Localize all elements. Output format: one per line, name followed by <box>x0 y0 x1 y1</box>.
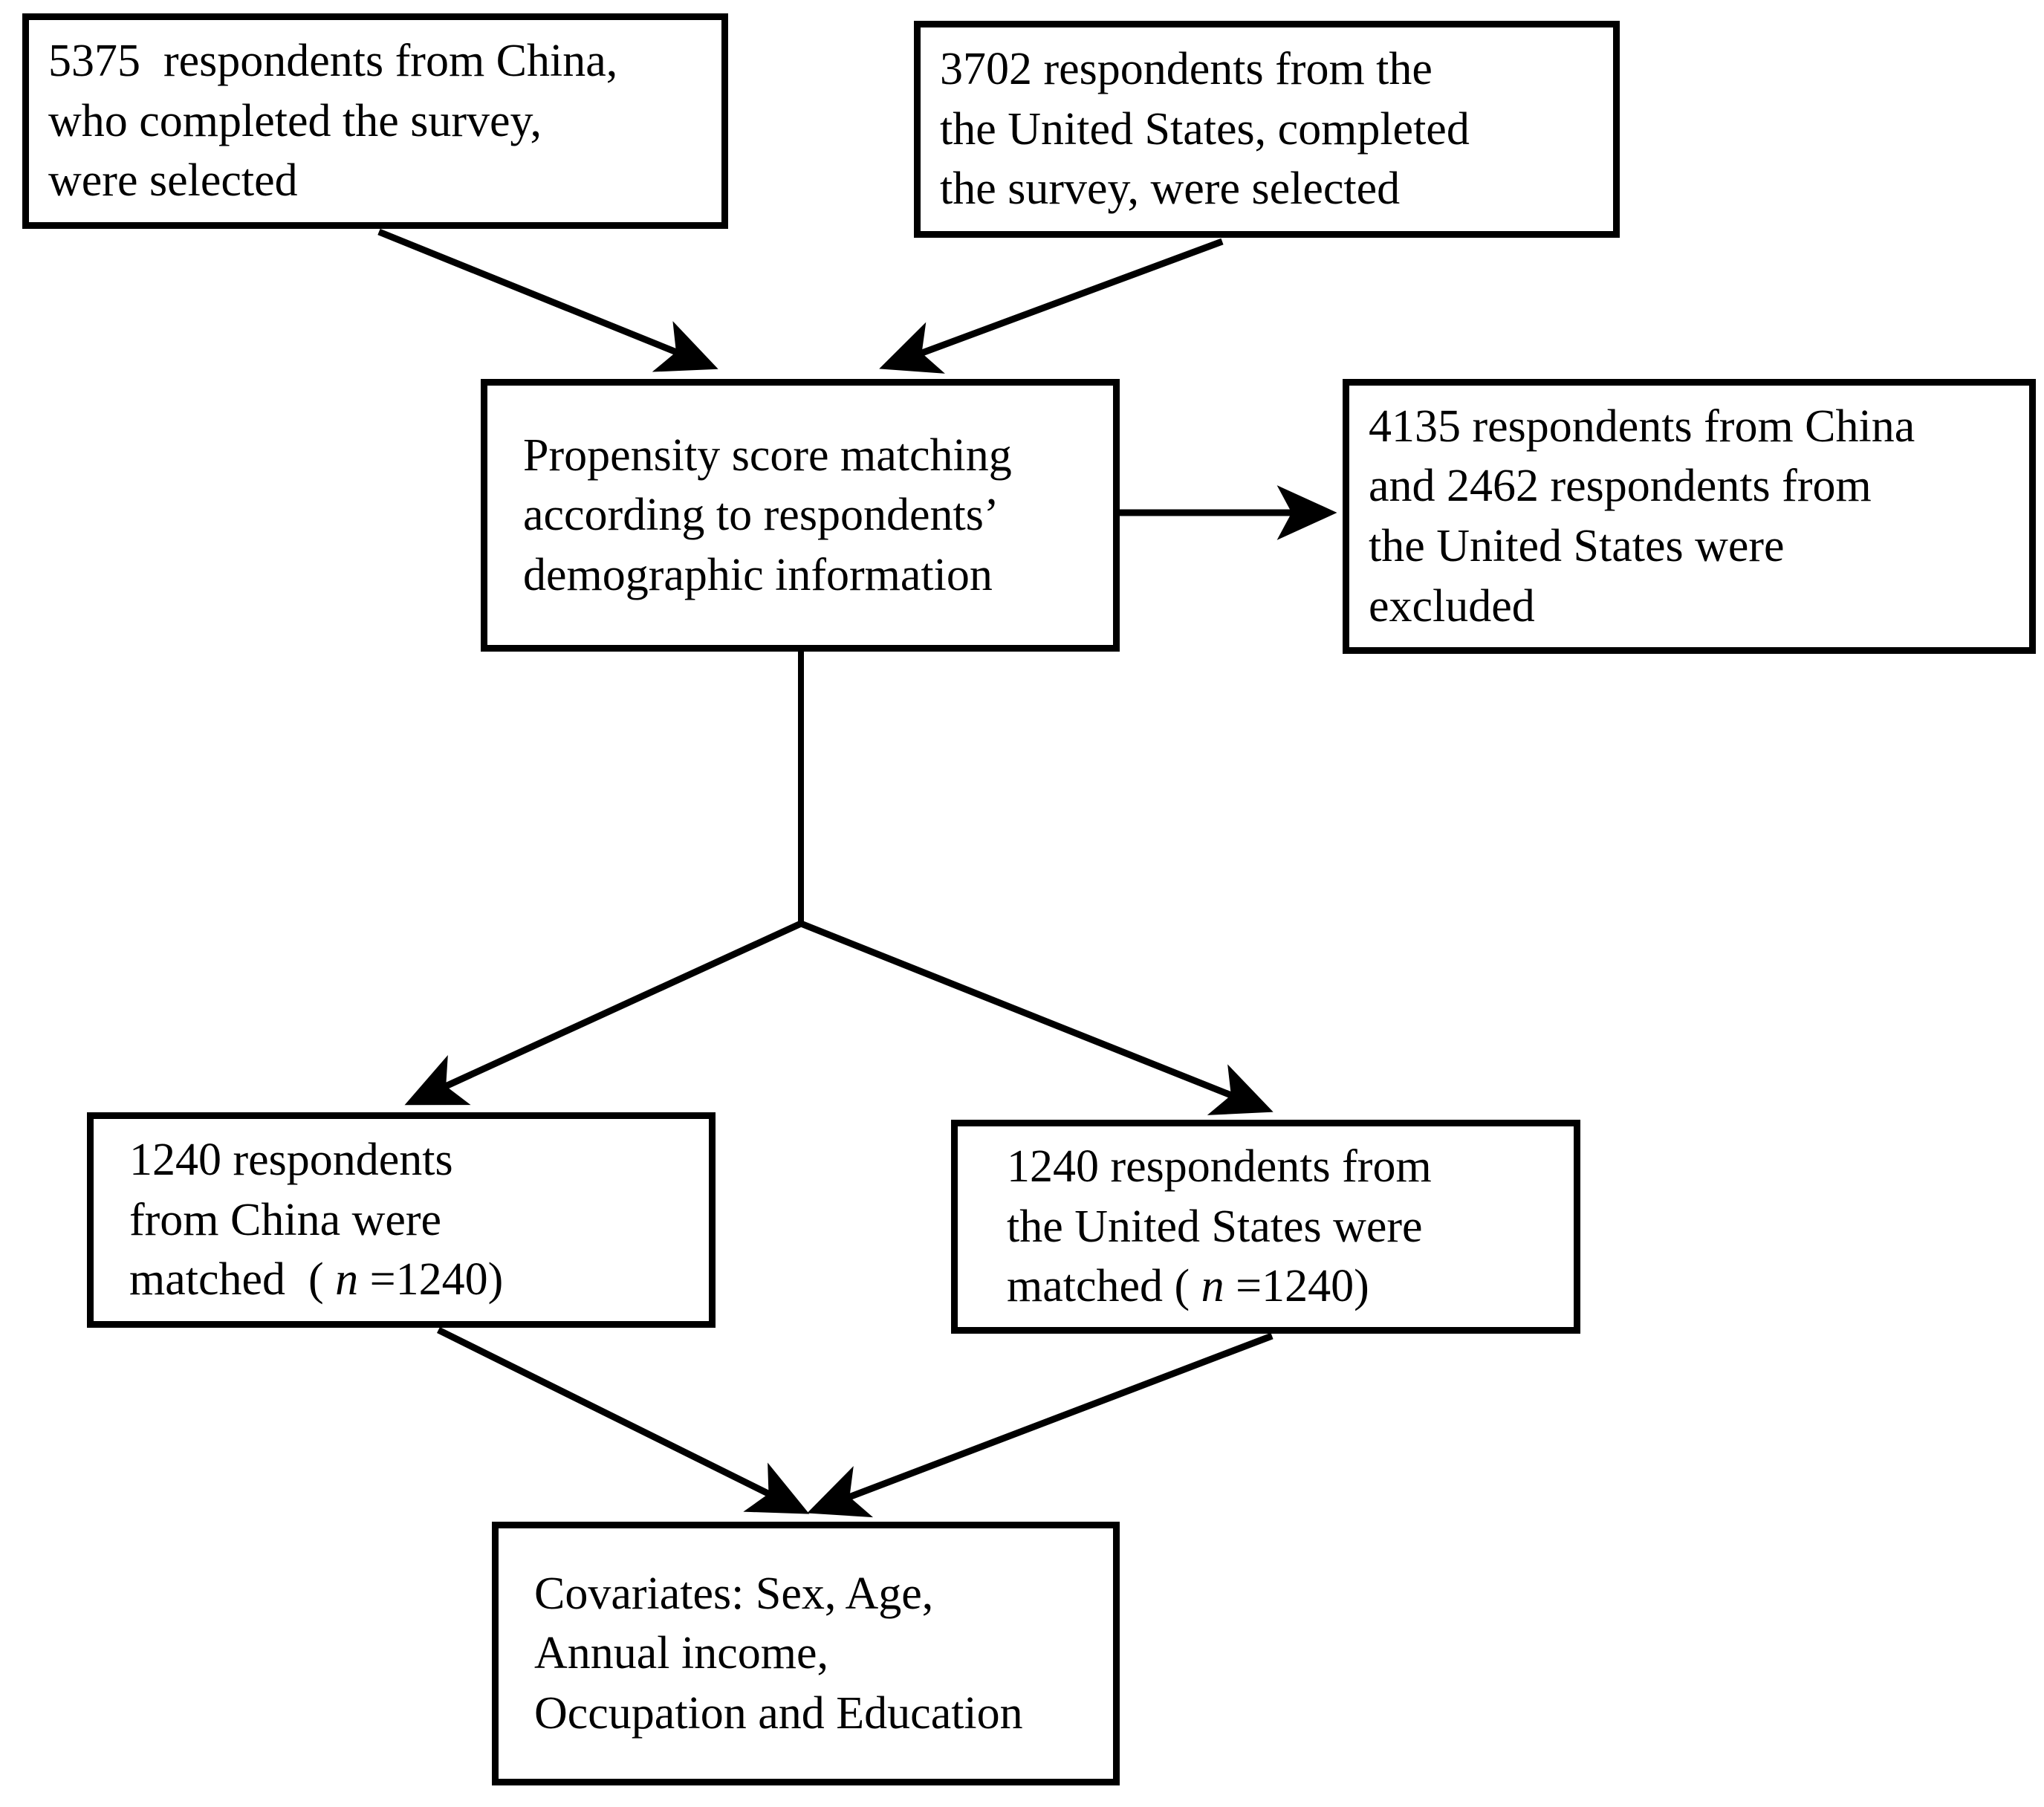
node-excluded-line-1: 4135 respondents from China <box>1369 400 1915 452</box>
node-us-selected-line-3: the survey, were selected <box>940 163 1401 215</box>
edge-china-matched-to-covariates <box>437 1326 810 1514</box>
node-us-matched-line-2: the United States were <box>1007 1201 1423 1252</box>
node-us-selected: 3702 respondents from the the United Sta… <box>914 21 1620 238</box>
node-china-matched-n-symbol: n <box>335 1254 359 1305</box>
node-us-matched-n-value: =1240) <box>1224 1261 1369 1312</box>
node-excluded-line-4: excluded <box>1369 580 1535 632</box>
node-psm-line-2: according to respondents’ <box>523 490 999 541</box>
node-propensity-score-matching: Propensity score matching according to r… <box>481 379 1120 652</box>
node-china-matched-line-3: matched ( n =1240) <box>94 1250 709 1310</box>
node-covariates-line-1: Covariates: Sex, Age, <box>534 1568 934 1619</box>
node-us-selected-line-1: 3702 respondents from the <box>940 44 1433 95</box>
edge-fork-to-china-matched <box>404 920 802 1106</box>
node-us-matched-line-3: matched ( n =1240) <box>958 1256 1574 1317</box>
node-china-selected: 5375 respondents from China, who complet… <box>22 13 728 229</box>
node-china-selected-line-3: were selected <box>48 155 298 207</box>
node-excluded-line-2: and 2462 respondents from <box>1369 461 1872 512</box>
node-psm-line-1: Propensity score matching <box>523 429 1012 481</box>
edge-china-to-psm <box>377 228 718 372</box>
node-covariates: Covariates: Sex, Age, Annual income, Occ… <box>492 1522 1120 1785</box>
node-covariates-line-3: Occupation and Education <box>534 1687 1023 1739</box>
node-excluded-line-3: the United States were <box>1369 521 1785 571</box>
node-excluded: 4135 respondents from China and 2462 res… <box>1343 379 2036 654</box>
node-china-matched-n-value: =1240) <box>358 1254 504 1305</box>
edge-us-to-psm <box>879 238 1224 374</box>
node-china-matched: 1240 respondents from China were matched… <box>87 1112 716 1328</box>
node-china-selected-line-2: who completed the survey, <box>48 95 542 146</box>
edge-fork-to-us-matched <box>799 920 1274 1115</box>
node-us-matched: 1240 respondents from the United States … <box>951 1120 1580 1334</box>
node-china-matched-line-1: 1240 respondents <box>129 1135 453 1186</box>
node-us-selected-line-2: the United States, completed <box>940 103 1470 155</box>
node-us-matched-line-1: 1240 respondents from <box>1007 1141 1432 1193</box>
edge-us-matched-to-covariates <box>807 1332 1274 1518</box>
node-us-matched-matched-label: matched ( <box>1007 1261 1201 1312</box>
node-covariates-line-2: Annual income, <box>534 1628 829 1679</box>
node-china-selected-line-1: 5375 respondents from China, <box>48 36 618 87</box>
node-china-matched-line-2: from China were <box>129 1194 442 1245</box>
node-us-matched-n-symbol: n <box>1201 1261 1224 1312</box>
node-china-matched-matched-label: matched ( <box>129 1254 336 1305</box>
node-psm-line-3: demographic information <box>523 549 993 600</box>
